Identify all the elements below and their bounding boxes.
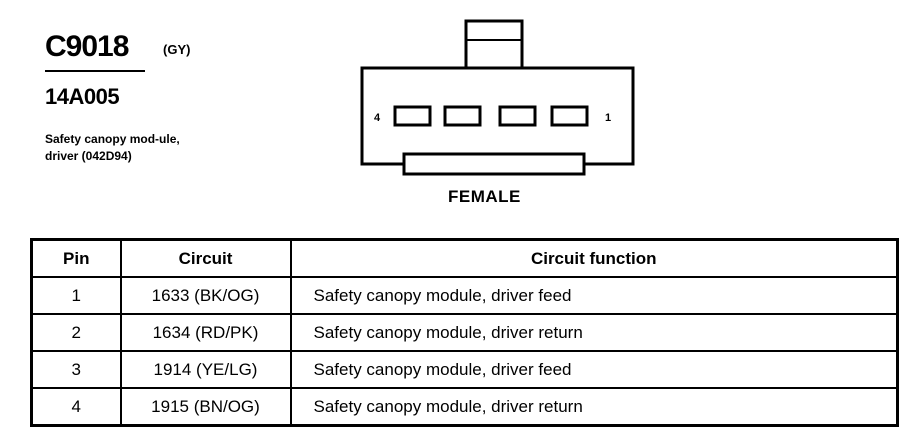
- connector-description: Safety canopy mod-ule, driver (042D94): [45, 132, 180, 163]
- connector-key: [402, 152, 586, 176]
- function-cell: Safety canopy module, driver return: [289, 313, 899, 352]
- circuit-cell: 1914 (YE/LG): [119, 350, 292, 389]
- connector-id: C9018: [45, 30, 129, 63]
- pin-cell: 3: [30, 350, 122, 389]
- table-header-row: Pin Circuit Circuit function: [30, 238, 899, 278]
- pin-table: Pin Circuit Circuit function 1 1633 (BK/…: [30, 238, 899, 427]
- table-row: 4 1915 (BN/OG) Safety canopy module, dri…: [30, 387, 899, 427]
- pin-cell: 2: [30, 313, 122, 352]
- header-circuit-function: Circuit function: [289, 238, 899, 278]
- function-cell: Safety canopy module, driver feed: [289, 350, 899, 389]
- header-pin: Pin: [30, 238, 122, 278]
- circuit-cell: 1915 (BN/OG): [119, 387, 292, 427]
- function-cell: Safety canopy module, driver return: [289, 387, 899, 427]
- pin-cavity-4: [393, 105, 432, 127]
- pin-cell: 1: [30, 276, 122, 315]
- header-circuit: Circuit: [119, 238, 292, 278]
- connector-latch: [464, 19, 524, 71]
- function-cell: Safety canopy module, driver feed: [289, 276, 899, 315]
- pin-cavity-1: [550, 105, 589, 127]
- table-row: 2 1634 (RD/PK) Safety canopy module, dri…: [30, 313, 899, 352]
- table-row: 3 1914 (YE/LG) Safety canopy module, dri…: [30, 350, 899, 389]
- part-number: 14A005: [45, 84, 120, 109]
- connector-gender-label: FEMALE: [448, 187, 521, 206]
- connector-color: (GY): [163, 42, 191, 57]
- pin-label-right: 1: [605, 112, 611, 124]
- pin-cavity-3: [443, 105, 482, 127]
- pin-label-left: 4: [374, 112, 381, 124]
- pin-cavity-2: [498, 105, 537, 127]
- connector-face-diagram: 4 1: [360, 19, 635, 176]
- circuit-cell: 1633 (BK/OG): [119, 276, 292, 315]
- circuit-cell: 1634 (RD/PK): [119, 313, 292, 352]
- pin-cell: 4: [30, 387, 122, 427]
- connector-id-underline: [45, 70, 145, 72]
- table-row: 1 1633 (BK/OG) Safety canopy module, dri…: [30, 276, 899, 315]
